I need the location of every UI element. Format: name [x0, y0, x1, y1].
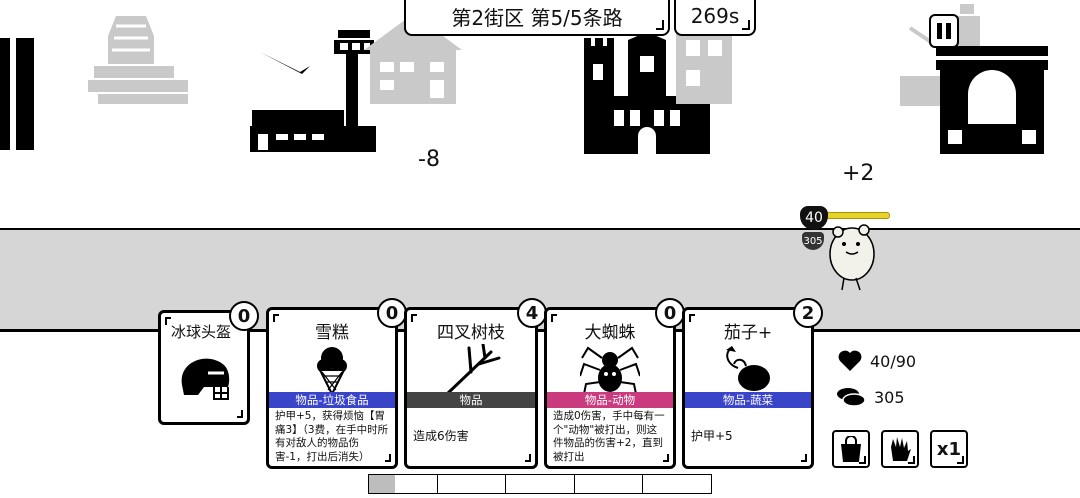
- card-name: 四叉树枝: [437, 323, 505, 343]
- card-cost: 0: [655, 298, 685, 328]
- tower-silhouette-2: [16, 38, 34, 150]
- card-type: 物品-垃圾食品: [269, 392, 395, 408]
- speed-label: x1: [936, 438, 962, 460]
- card-eggplant[interactable]: 茄子+ 2 物品-蔬菜 护甲+5: [682, 298, 823, 469]
- card-cost: 4: [517, 298, 547, 328]
- card-description: 造成6伤害: [413, 429, 469, 443]
- card-name: 大蜘蛛: [584, 323, 636, 343]
- location-text: 第2街区 第5/5条路: [451, 5, 623, 30]
- location-indicator: 第2街区 第5/5条路: [404, 0, 670, 36]
- sphinx-icon: [88, 16, 188, 104]
- hand-button[interactable]: [881, 430, 919, 468]
- card-ice-cream[interactable]: 雪糕 0 物品-垃圾食品 护甲+5，获得烦恼【胃痛3】（3费，在手中时所有对敌人…: [266, 298, 407, 469]
- coins-icon: [837, 388, 866, 407]
- card-description: 护甲+5: [691, 429, 733, 443]
- bag-button[interactable]: [832, 430, 870, 468]
- timer-indicator: 269s: [674, 0, 756, 36]
- grey-building-icon: [676, 30, 732, 104]
- pause-icon: [937, 23, 942, 39]
- progress-fill: [369, 475, 395, 493]
- health-value: 40/90: [870, 351, 917, 371]
- card-branch[interactable]: 四叉树枝 4 物品 造成6伤害: [404, 298, 547, 469]
- eggplant-icon: [726, 346, 770, 391]
- armor-value: 305: [803, 235, 823, 247]
- hand-icon: [891, 437, 911, 461]
- arch-icon: [936, 46, 1048, 154]
- card-cost: 0: [229, 301, 259, 331]
- creature-character[interactable]: [822, 218, 882, 292]
- gain-number: +2: [842, 161, 875, 186]
- card-description: 造成0伤害，手中每有一个"动物"被打出，则这件物品的伤害+2，直到被打出: [553, 410, 665, 463]
- coins-value: 305: [874, 387, 905, 407]
- card-type: 物品-蔬菜: [685, 392, 811, 408]
- coins-stat: 305: [836, 386, 905, 408]
- pause-button[interactable]: [929, 14, 959, 48]
- speed-button[interactable]: x1: [930, 430, 968, 468]
- tower-silhouette: [0, 38, 10, 150]
- heart-icon: [838, 350, 862, 371]
- branch-icon: [445, 344, 501, 394]
- card-description: 护甲+5，获得烦恼【胃痛3】（3费，在手中时所有对敌人的物品伤害-1，打出后消失…: [275, 410, 389, 463]
- card-name: 冰球头盔: [171, 323, 232, 341]
- armor-badge: 305: [802, 232, 824, 250]
- ice-cream-icon: [317, 347, 347, 394]
- helmet-icon: [181, 358, 230, 400]
- damage-number: -8: [418, 147, 440, 172]
- bag-icon: [841, 436, 861, 462]
- card-helmet[interactable]: 冰球头盔 0: [158, 301, 259, 425]
- card-type: 物品: [407, 392, 535, 408]
- card-type: 物品-动物: [547, 392, 673, 408]
- card-name: 雪糕: [315, 323, 349, 343]
- card-name: 茄子+: [723, 323, 773, 343]
- card-spider[interactable]: 大蜘蛛 0 物品-动物 造成0伤害，手中每有一个"动物"被打出，则这件物品的伤害…: [544, 298, 685, 469]
- shield-value: 40: [805, 210, 823, 226]
- card-cost: 0: [377, 298, 407, 328]
- spider-icon: [580, 346, 640, 394]
- airport-icon: [250, 30, 376, 152]
- shield-badge: 40: [800, 206, 828, 230]
- card-cost: 2: [793, 298, 823, 328]
- timer-text: 269s: [690, 4, 740, 28]
- deck-progress-bar: [368, 474, 712, 494]
- health-stat: 40/90: [838, 350, 916, 372]
